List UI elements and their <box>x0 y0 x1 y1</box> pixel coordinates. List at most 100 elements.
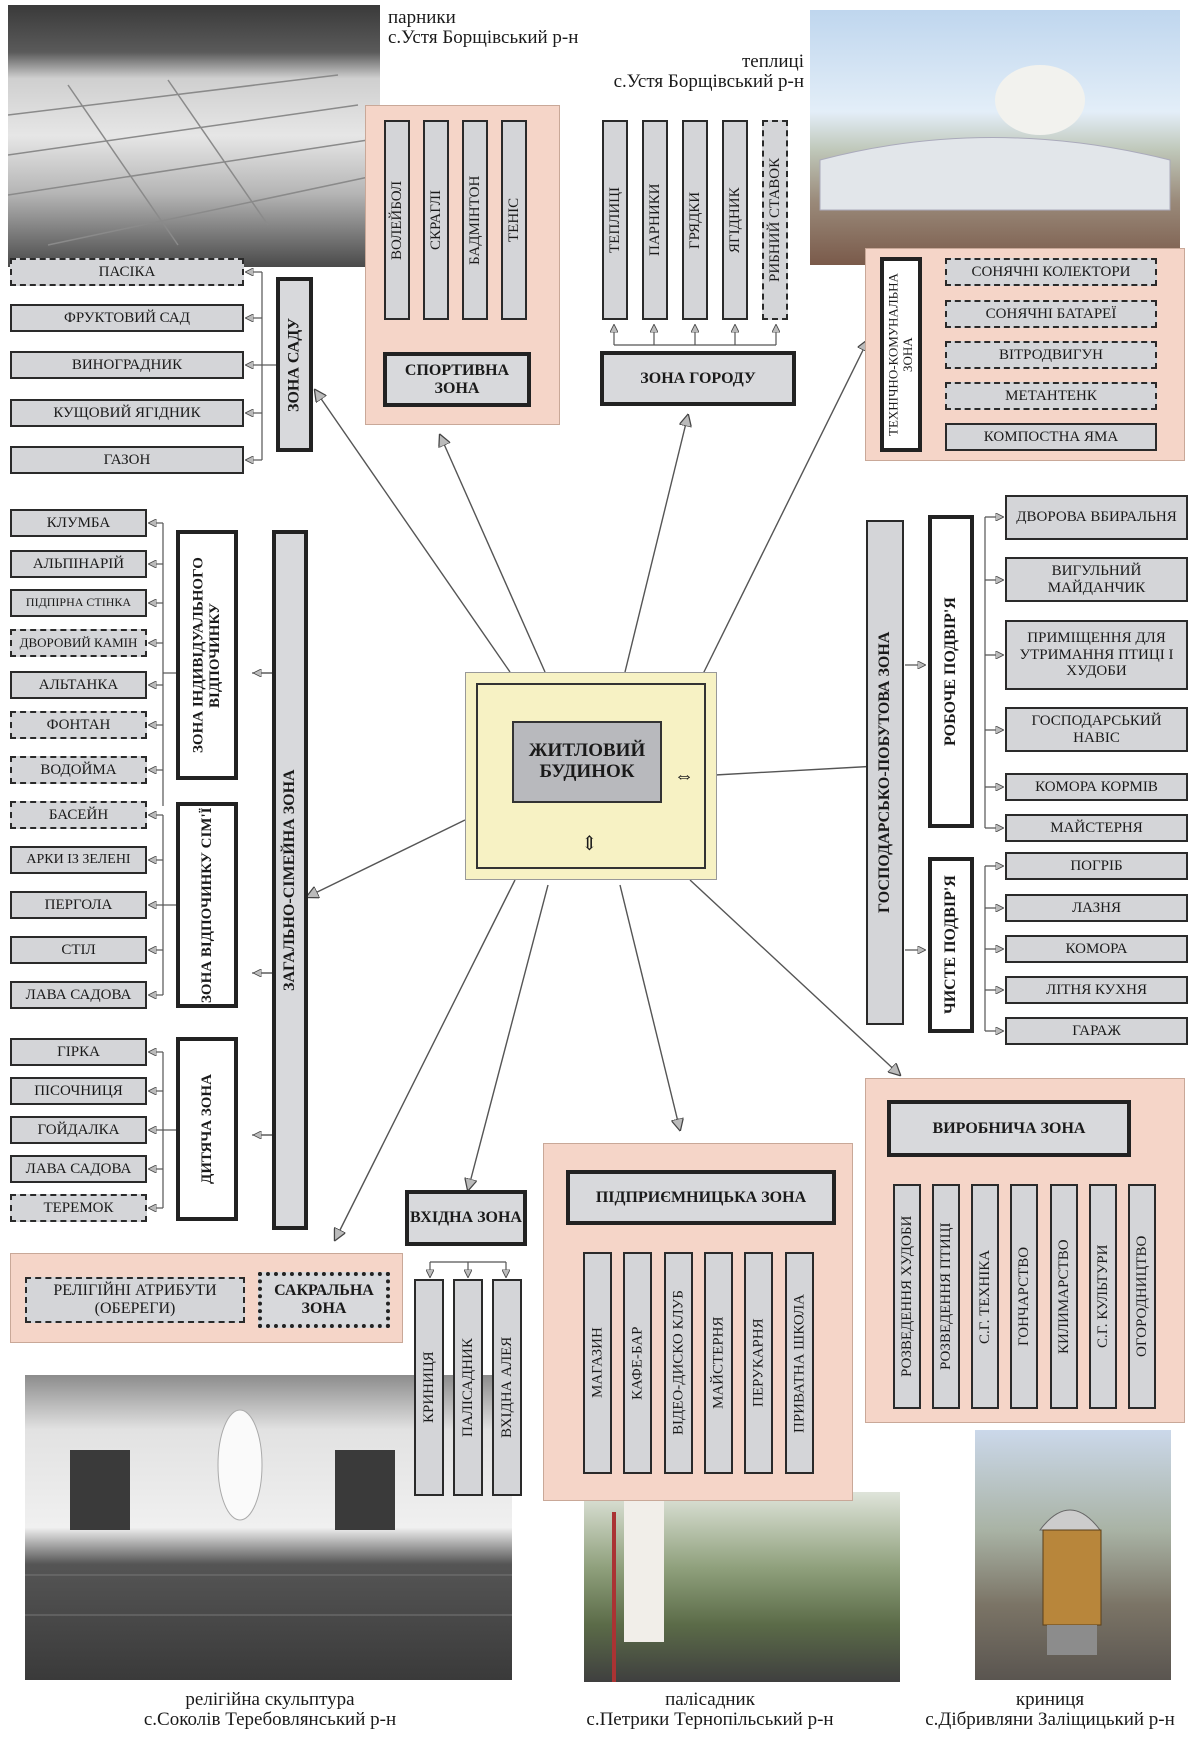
individual-item-pond[interactable]: ВОДОЙМА <box>10 756 147 784</box>
work-item-workshop[interactable]: МАЙСТЕРНЯ <box>1005 814 1188 842</box>
individual-item-fountain[interactable]: ФОНТАН <box>10 711 147 739</box>
caption-parnyky: парники с.Устя Борщівський р-н <box>388 8 578 48</box>
horod-zone-title[interactable]: ЗОНА ГОРОДУ <box>600 351 796 406</box>
well-image <box>1038 1509 1102 1655</box>
business-item-shop[interactable]: МАГАЗИН <box>583 1252 612 1474</box>
caption-palisadnyk: палісадник с.Петрики Тернопільський р-н <box>560 1690 860 1730</box>
production-item-crops[interactable]: С.Г. КУЛЬТУРИ <box>1089 1184 1117 1409</box>
business-item-barbershop[interactable]: ПЕРУКАРНЯ <box>744 1252 773 1474</box>
rest-item-pergola[interactable]: ПЕРГОЛА <box>10 891 147 919</box>
business-item-video-disco-club[interactable]: ВІДЕО-ДИСКО КЛУБ <box>664 1252 693 1474</box>
caption-teplytsi: теплиці с.Устя Борщівський р-н <box>560 52 804 92</box>
sad-item-berry-bushes[interactable]: КУЩОВИЙ ЯГІДНИК <box>10 399 244 427</box>
entry-zone-title[interactable]: ВХІДНА ЗОНА <box>405 1190 527 1246</box>
sad-zone-title[interactable]: ЗОНА САДУ <box>276 277 313 452</box>
business-zone-title[interactable]: ПІДПРИЄМНИЦЬКА ЗОНА <box>566 1170 836 1225</box>
tech-item-wind-engine[interactable]: ВІТРОДВИГУН <box>945 341 1157 369</box>
business-item-private-school[interactable]: ПРИВАТНА ШКОЛА <box>785 1252 814 1474</box>
production-item-vegetable-growing[interactable]: ОГОРОДНИЦТВО <box>1128 1184 1156 1409</box>
entry-item-front-garden[interactable]: ПАЛІСАДНИК <box>453 1279 483 1496</box>
sad-item-fruit-garden[interactable]: ФРУКТОВИЙ САД <box>10 304 244 332</box>
caption-place: с.Дібривляни Заліщицький р-н <box>925 1708 1175 1730</box>
caption-title: криниця <box>1015 1689 1085 1710</box>
production-zone-title[interactable]: ВИРОБНИЧА ЗОНА <box>887 1100 1131 1157</box>
clean-yard-title[interactable]: ЧИСТЕ ПОДВІР'Я <box>928 857 974 1033</box>
sad-item-pasika[interactable]: ПАСІКА <box>10 258 244 286</box>
individual-item-yard-fireplace[interactable]: ДВОРОВИЙ КАМІН <box>10 629 147 657</box>
rest-item-green-arches[interactable]: АРКИ ІЗ ЗЕЛЕНІ <box>10 846 147 874</box>
production-item-cattle-breeding[interactable]: РОЗВЕДЕННЯ ХУДОБИ <box>893 1184 921 1409</box>
work-item-farm-shed[interactable]: ГОСПОДАРСЬКИЙ НАВІС <box>1005 707 1188 752</box>
rest-item-garden-bench[interactable]: ЛАВА САДОВА <box>10 981 147 1009</box>
tech-zone-title[interactable]: ТЕХНІЧНО-КОМУНАЛЬНА ЗОНА <box>880 257 922 452</box>
business-item-cafe-bar[interactable]: КАФЕ-БАР <box>623 1252 652 1474</box>
sad-item-lawn[interactable]: ГАЗОН <box>10 446 244 474</box>
rest-item-pool[interactable]: БАСЕЙН <box>10 801 147 829</box>
residential-house-label: ЖИТЛОВИЙ БУДИНОК <box>528 740 646 782</box>
sad-item-vineyard[interactable]: ВИНОГРАДНИК <box>10 351 244 379</box>
tech-item-methane-tank[interactable]: МЕТАНТЕНК <box>945 382 1157 410</box>
entry-item-entry-alley[interactable]: ВХІДНА АЛЕЯ <box>492 1279 522 1496</box>
horod-item-teplytsi[interactable]: ТЕПЛИЦІ <box>602 120 628 320</box>
family-zone-title[interactable]: ЗАГАЛЬНО-СІМЕЙНА ЗОНА <box>272 530 308 1230</box>
production-item-pottery[interactable]: ГОНЧАРСТВО <box>1010 1184 1038 1409</box>
business-item-workshop[interactable]: МАЙСТЕРНЯ <box>704 1252 733 1474</box>
caption-title: теплиці <box>741 51 804 72</box>
tech-item-solar-batteries[interactable]: СОНЯЧНІ БАТАРЕЇ <box>945 300 1157 328</box>
individual-item-klumba[interactable]: КЛУМБА <box>10 509 147 537</box>
horod-item-parnyky[interactable]: ПАРНИКИ <box>642 120 668 320</box>
clean-item-cellar[interactable]: ПОГРІБ <box>1005 852 1188 880</box>
work-item-walking-area[interactable]: ВИГУЛЬНИЙ МАЙДАНЧИК <box>1005 557 1188 602</box>
tech-item-solar-collectors[interactable]: СОНЯЧНІ КОЛЕКТОРИ <box>945 258 1157 286</box>
caption-sculpture: релігійна скульптура с.Соколів Теребовля… <box>90 1690 450 1730</box>
residential-house[interactable]: ЖИТЛОВИЙ БУДИНОК <box>512 721 662 803</box>
sport-item-skrahli[interactable]: СКРАГЛІ <box>423 120 449 320</box>
double-arrow-horizontal-icon: ⇔ <box>674 765 694 787</box>
work-yard-title[interactable]: РОБОЧЕ ПОДВІР'Я <box>928 515 974 828</box>
individual-zone-title[interactable]: ЗОНА ІНДИВІДУАЛЬНОГО ВІДПОЧИНКУ <box>176 530 238 780</box>
kids-item-sandbox[interactable]: ПІСОЧНИЦЯ <box>10 1077 147 1105</box>
sport-zone-title[interactable]: СПОРТИВНА ЗОНА <box>383 352 531 407</box>
kids-item-teremok[interactable]: ТЕРЕМОК <box>10 1194 147 1222</box>
kids-item-garden-bench[interactable]: ЛАВА САДОВА <box>10 1155 147 1183</box>
sport-item-tennis[interactable]: ТЕНІС <box>501 120 527 320</box>
kids-item-slide[interactable]: ГІРКА <box>10 1038 147 1066</box>
front-garden-image <box>612 1492 664 1682</box>
photo-krynytsia <box>975 1430 1171 1680</box>
rest-item-table[interactable]: СТІЛ <box>10 936 147 964</box>
caption-place: с.Устя Борщівський р-н <box>613 70 804 92</box>
household-zone-title[interactable]: ГОСПОДАРСЬКО-ПОБУТОВА ЗОНА <box>866 520 904 1025</box>
horod-item-yahidnyk[interactable]: ЯГІДНИК <box>722 120 748 320</box>
clean-item-garage[interactable]: ГАРАЖ <box>1005 1017 1188 1045</box>
double-arrow-vertical-icon: ⇕ <box>581 833 598 855</box>
caption-krynytsia: криниця с.Дібривляни Заліщицький р-н <box>905 1690 1195 1730</box>
sport-item-badminton[interactable]: БАДМІНТОН <box>462 120 488 320</box>
clean-item-storeroom[interactable]: КОМОРА <box>1005 935 1188 963</box>
work-item-feed-storage[interactable]: КОМОРА КОРМІВ <box>1005 773 1188 801</box>
caption-title: релігійна скульптура <box>185 1689 355 1710</box>
tech-item-compost-pit[interactable]: КОМПОСТНА ЯМА <box>945 423 1157 451</box>
sculpture-image <box>25 1409 512 1616</box>
kids-zone-title[interactable]: ДИТЯЧА ЗОНА <box>176 1037 238 1221</box>
production-item-carpet-weaving[interactable]: КИЛИМАРСТВО <box>1050 1184 1078 1409</box>
individual-item-retaining-wall[interactable]: ПІДПІРНА СТІНКА <box>10 589 147 617</box>
clean-item-bathhouse[interactable]: ЛАЗНЯ <box>1005 894 1188 922</box>
kids-item-swing[interactable]: ГОЙДАЛКА <box>10 1116 147 1144</box>
work-item-outhouse[interactable]: ДВОРОВА ВБИРАЛЬНЯ <box>1005 495 1188 540</box>
rest-zone-title[interactable]: ЗОНА ВІДПОЧИНКУ СІМ'Ї <box>176 802 238 1008</box>
work-item-livestock-building[interactable]: ПРИМІЩЕННЯ ДЛЯ УТРИМАННЯ ПТИЦІ І ХУДОБИ <box>1005 620 1188 690</box>
clean-item-summer-kitchen[interactable]: ЛІТНЯ КУХНЯ <box>1005 976 1188 1004</box>
individual-item-altanka[interactable]: АЛЬТАНКА <box>10 671 147 699</box>
production-item-farm-machinery[interactable]: С.Г. ТЕХНІКА <box>971 1184 999 1409</box>
sport-item-volleyball[interactable]: ВОЛЕЙБОЛ <box>384 120 410 320</box>
photo-parnyky <box>8 5 380 267</box>
production-item-poultry-breeding[interactable]: РОЗВЕДЕННЯ ПТИЦІ <box>932 1184 960 1409</box>
horod-item-rybnyi-stavok[interactable]: РИБНИЙ СТАВОК <box>762 120 788 320</box>
sacral-item-religious-attributes[interactable]: РЕЛІГІЙНІ АТРИБУТИ (ОБЕРЕГИ) <box>25 1277 245 1323</box>
individual-item-alpinarii[interactable]: АЛЬПІНАРІЙ <box>10 550 147 578</box>
entry-item-well[interactable]: КРИНИЦЯ <box>414 1279 444 1496</box>
caption-title: парники <box>388 7 456 28</box>
sacral-zone-title[interactable]: САКРАЛЬНА ЗОНА <box>258 1272 390 1328</box>
horod-item-hriadky[interactable]: ГРЯДКИ <box>682 120 708 320</box>
center-block: ЖИТЛОВИЙ БУДИНОК ⇔ ⇕ <box>465 672 717 880</box>
